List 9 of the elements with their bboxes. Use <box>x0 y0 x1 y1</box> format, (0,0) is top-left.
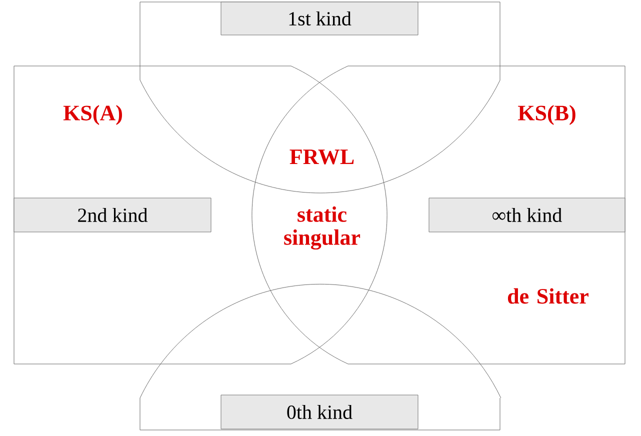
region-label: static singular <box>284 206 360 250</box>
region-label: FRWL <box>290 150 354 164</box>
label-box: 0th kind <box>220 394 418 430</box>
label-box: 1st kind <box>220 2 418 36</box>
region-label: de Sitter <box>508 288 588 304</box>
label-box: 2nd kind <box>14 198 212 232</box>
label-box: ∞th kind <box>428 198 626 232</box>
region-label: KS(B) <box>518 105 576 125</box>
region-label: KS(A) <box>63 105 122 125</box>
